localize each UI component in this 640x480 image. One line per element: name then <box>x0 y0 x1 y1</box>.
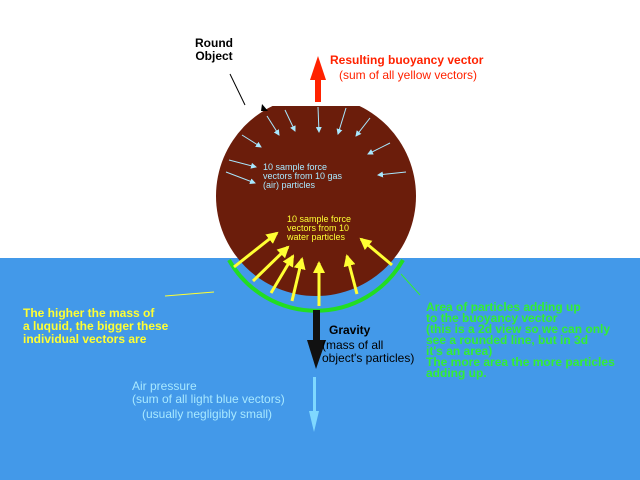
water-vectors <box>233 231 393 306</box>
mass-pointer <box>164 291 215 297</box>
air-vector <box>355 117 371 137</box>
air-vectors <box>225 106 407 185</box>
water-vector <box>290 257 306 302</box>
buoyancy-subtitle: (sum of all yellow vectors) <box>339 68 478 82</box>
water-vector <box>269 254 295 294</box>
buoyancy-title: Resulting buoyancy vector <box>330 53 484 67</box>
water-vectors-label: 10 sample force vectors from 10 water pa… <box>287 214 352 242</box>
gravity-title: Gravity <box>329 323 371 337</box>
air-vector <box>241 134 262 148</box>
water-vector <box>343 254 359 295</box>
mass-note: The higher the mass of a luquid, the big… <box>23 306 169 346</box>
buoyancy-arrow <box>310 56 326 102</box>
air-pressure-arrow <box>309 377 319 432</box>
area-pointer <box>400 273 421 296</box>
gravity-subtitle: (mass of all object's particles) <box>322 338 415 365</box>
air-pressure-note: (usually negligibly small) <box>142 407 273 421</box>
air-pressure-label: Air pressure (sum of all light blue vect… <box>132 379 285 406</box>
water-vector <box>359 237 393 267</box>
air-vector <box>228 159 257 169</box>
round-object-label: Round Object <box>195 36 233 63</box>
water-vector <box>233 231 279 269</box>
round-object-pointer-head <box>261 104 268 111</box>
area-note: Area of particles adding up to the buoya… <box>426 300 615 380</box>
air-vector <box>225 171 256 185</box>
water-vector <box>251 245 290 283</box>
air-vector <box>284 109 296 132</box>
round-object <box>216 96 416 296</box>
air-vector <box>336 107 347 135</box>
gas-vectors-label: 10 sample force vectors from 10 gas (air… <box>263 162 343 190</box>
air-vector <box>266 115 280 136</box>
air-vector <box>315 106 322 133</box>
air-vector <box>377 171 407 178</box>
air-vector <box>367 142 391 155</box>
round-object-pointer <box>229 73 246 106</box>
gravity-arrow <box>307 310 326 369</box>
